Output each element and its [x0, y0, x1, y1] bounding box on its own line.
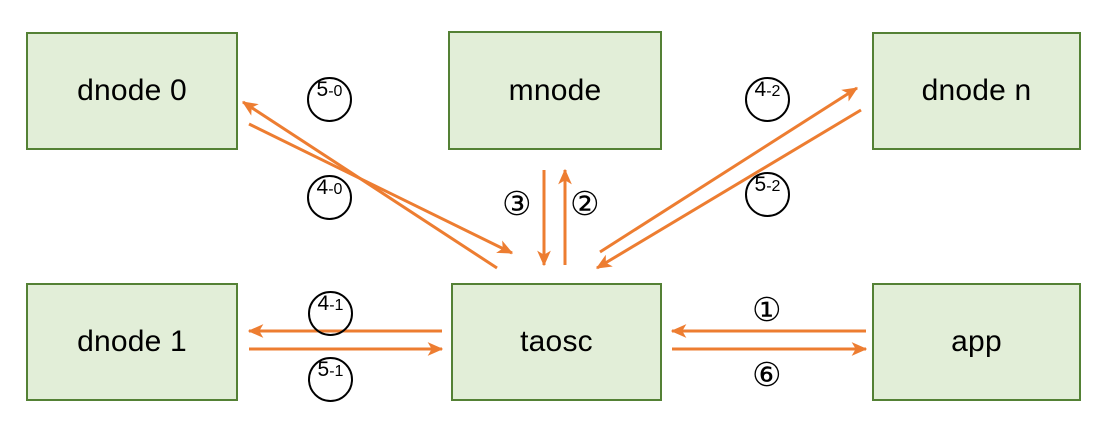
- node-dnoden-label: dnode n: [921, 74, 1032, 107]
- badge-4-0-main: 4: [316, 176, 329, 199]
- node-mnode[interactable]: mnode: [448, 31, 662, 150]
- node-dnode1[interactable]: dnode 1: [26, 283, 238, 401]
- node-dnode0[interactable]: dnode 0: [26, 32, 238, 150]
- node-taosc[interactable]: taosc: [451, 283, 662, 401]
- badge-5-0: 5-0: [307, 77, 352, 122]
- node-app-label: app: [951, 325, 1002, 358]
- node-app[interactable]: app: [872, 283, 1081, 401]
- badge-5-0-sub: -0: [328, 83, 343, 100]
- badge-4-1: 4-1: [308, 291, 353, 336]
- badge-6: ⑥: [752, 355, 782, 394]
- node-dnoden[interactable]: dnode n: [872, 32, 1081, 150]
- badge-5-2-main: 5: [754, 173, 767, 196]
- badge-5-1-main: 5: [317, 358, 330, 381]
- badge-5-1-sub: -1: [329, 363, 344, 380]
- badge-4-1-sub: -1: [329, 297, 344, 314]
- node-dnode0-label: dnode 0: [77, 74, 187, 107]
- badge-5-2: 5-2: [745, 172, 790, 217]
- badge-4-0: 4-0: [307, 175, 352, 220]
- node-dnode1-label: dnode 1: [77, 325, 187, 358]
- badge-2: ②: [570, 184, 600, 223]
- badge-4-2: 4-2: [745, 77, 790, 122]
- node-mnode-label: mnode: [508, 73, 602, 107]
- badge-4-2-sub: -2: [766, 83, 781, 100]
- badge-1: ①: [752, 290, 782, 329]
- badge-5-1: 5-1: [308, 357, 353, 402]
- badge-4-1-main: 4: [317, 292, 330, 315]
- badge-3: ③: [502, 184, 532, 223]
- badge-4-0-sub: -0: [328, 181, 343, 198]
- badge-5-0-main: 5: [316, 78, 329, 101]
- badge-4-2-main: 4: [754, 78, 767, 101]
- node-taosc-label: taosc: [520, 325, 593, 358]
- badge-5-2-sub: -2: [766, 178, 781, 195]
